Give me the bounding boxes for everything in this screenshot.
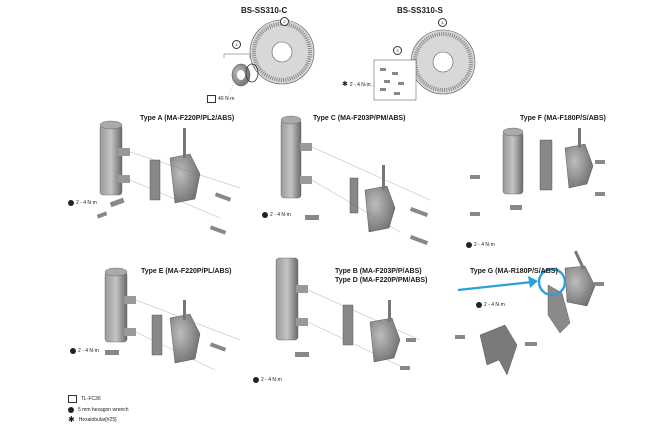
type-a-drawing (96, 120, 241, 235)
torque-value: 2 - 4 N·m (78, 348, 99, 354)
rotor-s-title: BS-SS310-S (397, 6, 443, 15)
rotor-s-torque: ✱ 2 - 4 N·m (342, 81, 371, 88)
tool-tl-fc36-icon (207, 95, 216, 103)
callout-3: 3 (393, 46, 402, 55)
legend-item: TL-FC36 (68, 395, 129, 403)
type-g-torque: 2 - 4 N·m (476, 302, 505, 308)
callout-4: 4 (438, 18, 447, 27)
type-f-torque: 2 - 4 N·m (466, 242, 495, 248)
rotor-c-torque: 40 N·m (207, 95, 234, 103)
highlight-annotation (457, 267, 567, 297)
hex-wrench-icon (262, 212, 268, 218)
torque-value: 2 - 4 N·m (474, 242, 495, 248)
hex-wrench-icon (476, 302, 482, 308)
tool-tl-fc36-icon (68, 395, 77, 403)
type-b-title: Type B (MA-F203P/P/ABS) (335, 268, 422, 275)
type-f-drawing (470, 127, 605, 216)
rotor-c-drawing (223, 19, 315, 98)
rotor-s-drawing (355, 29, 476, 101)
type-c-title: Type C (MA-F203P/PM/ABS) (313, 115, 406, 122)
type-e-torque: 2 - 4 N·m (70, 348, 99, 354)
hex-wrench-icon (68, 407, 74, 413)
legend-label: 5 mm hexagon wrench (78, 407, 129, 413)
type-a-title: Type A (MA-F220P/PL2/ABS) (140, 115, 235, 122)
type-a-torque: 2 - 4 N·m (68, 200, 97, 206)
legend-item: 5 mm hexagon wrench (68, 407, 129, 413)
type-bd-drawing (275, 257, 421, 370)
tool-legend: TL-FC36 5 mm hexagon wrench ✱ Hexalobula… (68, 395, 129, 424)
hex-wrench-icon (70, 348, 76, 354)
torque-value: 2 - 4 N·m (484, 302, 505, 308)
hex-wrench-icon (253, 377, 259, 383)
type-g-title: Type G (MA-R180P/S/ABS) (470, 268, 558, 275)
torque-value: 2 - 4 N·m (270, 212, 291, 218)
torque-value: 2 - 4 N·m (261, 377, 282, 383)
type-c-drawing (280, 115, 431, 245)
type-c-torque: 2 - 4 N·m (262, 212, 291, 218)
hex-wrench-icon (466, 242, 472, 248)
torque-value: 2 - 4 N·m (349, 82, 371, 88)
torque-value: 2 - 4 N·m (76, 200, 97, 206)
hexalobular-icon: ✱ (68, 415, 75, 424)
legend-label: Hexalobular[#25] (78, 417, 117, 423)
legend-item: ✱ Hexalobular[#25] (68, 415, 129, 424)
torque-value: 40 N·m (218, 96, 235, 102)
type-f-title: Type F (MA-F180P/S/ABS) (520, 115, 606, 122)
rotor-c-title: BS-SS310-C (241, 6, 288, 15)
callout-1: 1 (232, 40, 241, 49)
type-e-title: Type E (MA-F220P/PL/ABS) (141, 268, 232, 275)
type-d-title: Type D (MA-F220P/PM/ABS) (335, 277, 428, 284)
type-bd-torque: 2 - 4 N·m (253, 377, 282, 383)
hexalobular-icon: ✱ (342, 81, 348, 88)
legend-label: TL-FC36 (81, 396, 101, 402)
hex-wrench-icon (68, 200, 74, 206)
callout-2: 2 (280, 17, 289, 26)
type-e-drawing (104, 267, 241, 371)
